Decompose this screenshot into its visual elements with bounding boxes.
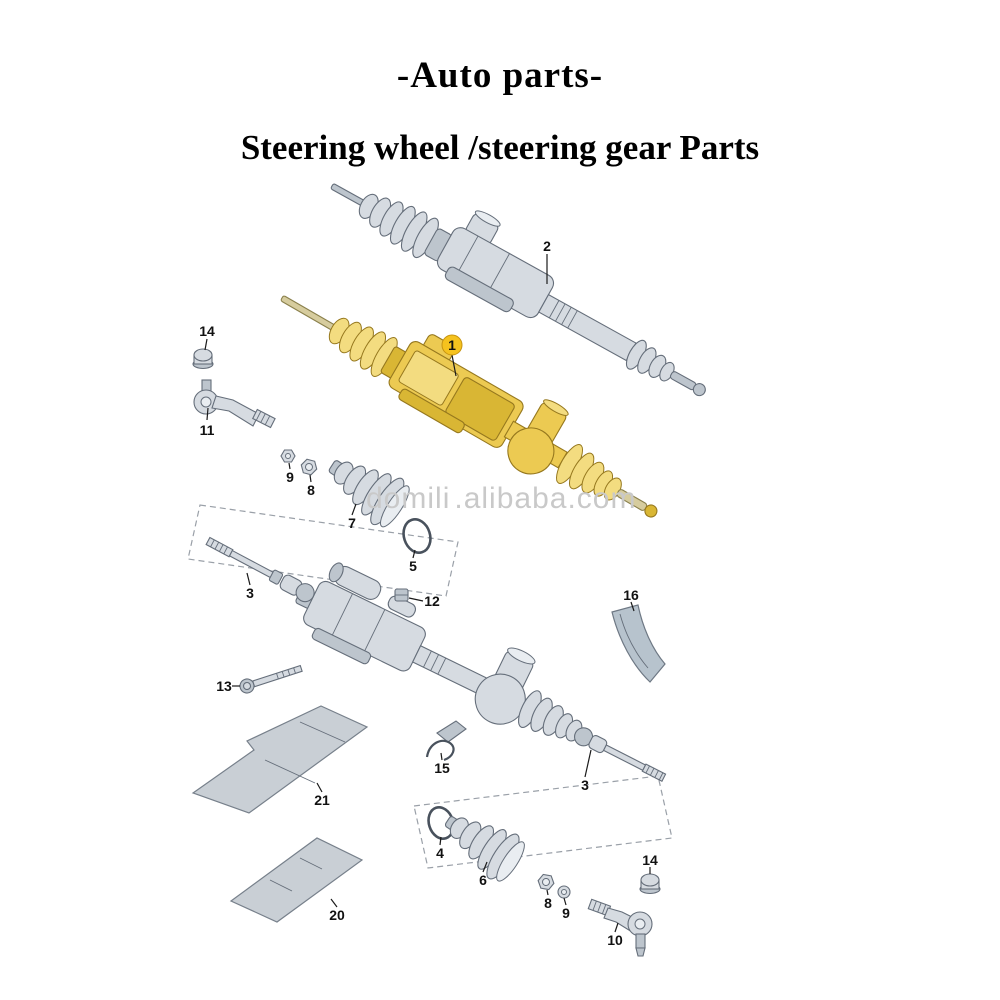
dashed-box-upper [187,504,459,597]
dashed-box-lower [413,775,673,869]
part-label-9b: 9 [562,905,570,921]
part-label-10: 10 [607,932,623,948]
page-title: -Auto parts- [396,55,604,96]
part-label-21: 21 [314,792,330,808]
part-label-11: 11 [200,422,215,438]
nut-8-upper [300,458,318,476]
part-label-3a: 3 [246,585,254,601]
heat-shield-16 [611,604,666,683]
part-label-20: 20 [329,907,345,923]
part-label-5: 5 [409,558,417,574]
part-label-8b: 8 [544,895,552,911]
tie-rod-end-10 [587,898,653,957]
part-label-13: 13 [216,678,232,694]
heat-shield-21 [191,705,369,814]
clip-12 [394,588,409,602]
part-label-9a: 9 [286,469,294,485]
part-label-16: 16 [623,587,639,603]
part-1-highlight-circle [441,334,463,356]
bolt-13 [239,664,303,694]
lock-nut-14-left [192,348,214,370]
bellows-boot-6 [444,816,525,882]
inner-tie-rod-3-lower [574,727,667,782]
part-number-labels: 1 2 3 3 4 5 6 7 8 8 9 9 10 11 12 13 14 1… [199,238,658,948]
dashed-group-boxes [187,504,673,869]
watermark-text-right: .alibaba.com [454,482,637,515]
inner-tie-rod-3-upper [205,536,315,603]
watermark: domili.alibaba.com [366,482,636,516]
part-label-1: 1 [448,337,456,353]
part-label-15: 15 [434,760,450,776]
bellows-boot-7 [328,460,410,528]
tie-rod-end-11 [193,379,276,429]
part-label-3b: 3 [581,777,589,793]
washer-9-lower [557,885,571,899]
steering-rack-assembly-2 [330,183,706,397]
heat-shield-20 [229,837,364,923]
part-label-4: 4 [436,845,444,861]
leader-lines [204,254,651,933]
part-label-14a: 14 [199,323,215,339]
part-label-14b: 14 [642,852,658,868]
steering-rack-assembly-1-highlighted [280,295,658,518]
watermark-text-left: domili [366,482,451,515]
page-subtitle: Steering wheel /steering gear Parts [240,128,760,167]
part-label-7: 7 [348,515,356,531]
nut-8-lower [537,873,555,891]
part-label-2: 2 [543,238,551,254]
clip-15 [425,720,467,762]
lock-nut-14-right [639,873,661,895]
nut-9-upper [280,449,296,463]
clamp-ring-5 [402,518,432,554]
part-label-8a: 8 [307,482,315,498]
part-label-6: 6 [479,872,487,888]
part-label-12: 12 [424,593,440,609]
